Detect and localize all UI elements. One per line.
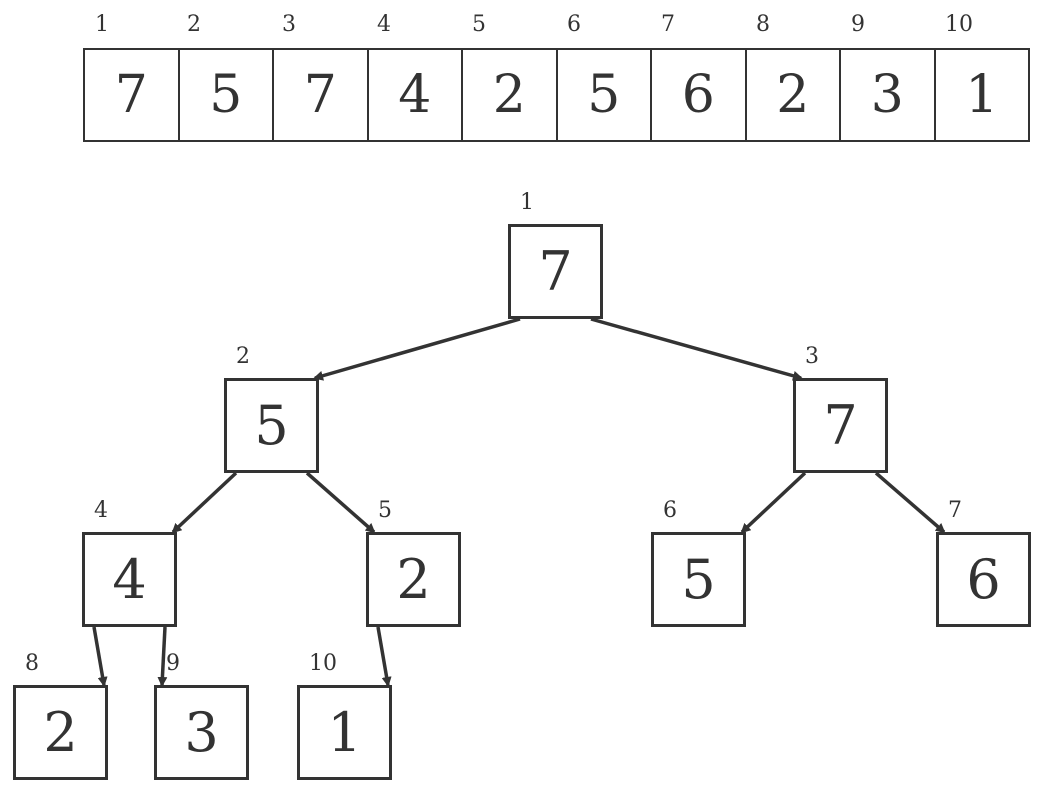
tree-node: 1: [297, 685, 392, 780]
tree-edge-arrow: [590, 317, 803, 381]
tree-node: 2: [13, 685, 108, 780]
array-index-label: 3: [282, 12, 296, 37]
array-cell: 2: [744, 48, 841, 142]
tree-node-index: 9: [166, 651, 180, 676]
tree-node-index: 7: [948, 498, 962, 523]
tree-node: 2: [366, 532, 461, 627]
tree-node: 6: [936, 532, 1031, 627]
tree-node: 7: [793, 378, 888, 473]
array-index-label: 2: [187, 12, 201, 37]
array-cell: 3: [839, 48, 936, 142]
tree-node: 4: [82, 532, 177, 627]
array-index-label: 4: [377, 12, 391, 37]
array-cell: 4: [366, 48, 463, 142]
tree-node: 5: [224, 378, 319, 473]
tree-node-index: 3: [805, 344, 819, 369]
tree-edge-arrow: [157, 626, 168, 687]
tree-edge-arrow: [376, 626, 392, 687]
tree-node-index: 6: [663, 498, 677, 523]
tree-edge-arrow: [740, 471, 807, 534]
array-index-label: 8: [756, 12, 770, 37]
tree-edge-arrow: [313, 317, 521, 381]
tree-node: 3: [154, 685, 249, 780]
tree-node: 7: [508, 224, 603, 319]
array-index-label: 7: [661, 12, 675, 37]
tree-node-index: 4: [94, 498, 108, 523]
tree-node-index: 8: [25, 651, 39, 676]
tree-edge-arrow: [92, 626, 108, 687]
array-index-label: 1: [95, 12, 109, 37]
tree-node-index: 5: [378, 498, 392, 523]
array-index-label: 6: [567, 12, 581, 37]
tree-edge-arrow: [305, 471, 376, 534]
array-index-label: 9: [851, 12, 865, 37]
tree-node-index: 10: [309, 651, 337, 676]
tree-node-index: 2: [236, 344, 250, 369]
array-index-label: 5: [472, 12, 486, 37]
array-index-label: 10: [945, 12, 973, 37]
tree-node-index: 1: [520, 190, 534, 215]
tree-edge-arrow: [171, 471, 238, 534]
tree-node: 5: [651, 532, 746, 627]
tree-edge-arrow: [874, 471, 946, 534]
array-cell: 1: [933, 48, 1030, 142]
